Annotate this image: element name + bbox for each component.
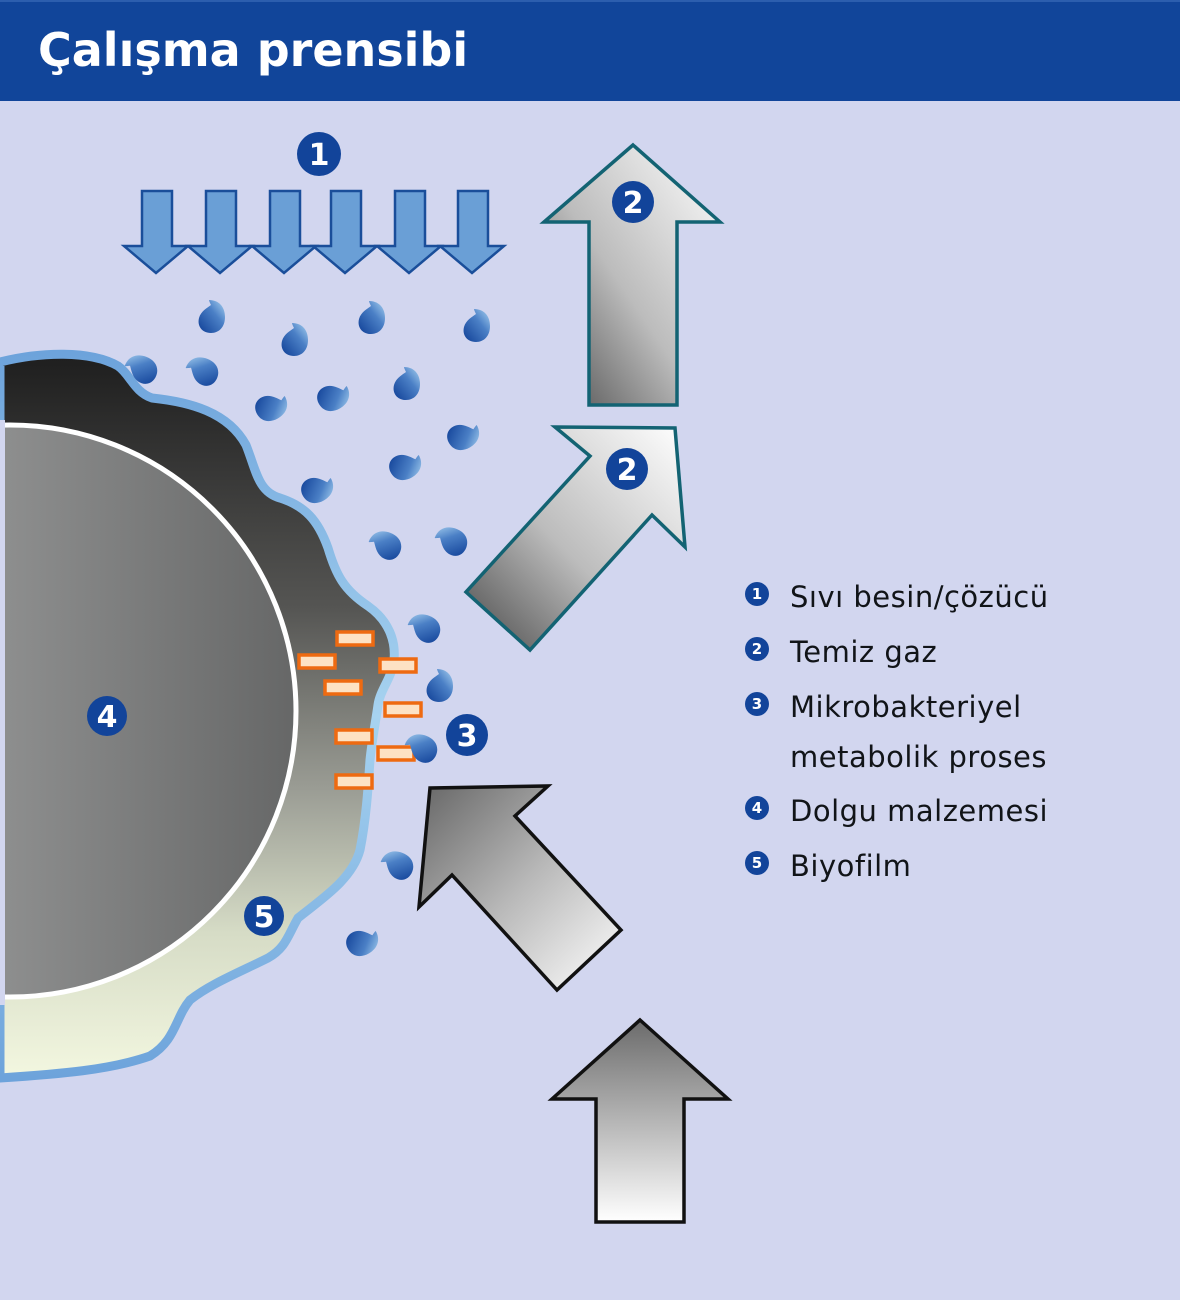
microbe-icon	[335, 630, 375, 647]
left-edge-mask	[0, 420, 5, 1005]
legend-bullet: 5	[745, 851, 769, 875]
clean-gas-arrow-up	[539, 142, 725, 407]
droplet-icon	[426, 669, 453, 702]
droplet-icon	[393, 367, 420, 400]
badge-2-top-label: 2	[623, 186, 644, 221]
down-arrow-icon	[373, 189, 445, 275]
droplet-icon	[365, 526, 406, 564]
down-arrow-icon	[248, 189, 320, 275]
droplet-icon	[442, 415, 485, 456]
down-arrow-icon	[184, 189, 256, 275]
feed-arrows	[120, 189, 508, 275]
legend-label: Mikrobakteriyel metabolik proses	[790, 682, 1090, 782]
raw-gas-arrow-up	[547, 1017, 733, 1224]
legend-label: Biyofilm	[790, 849, 912, 883]
legend-label: Dolgu malzemesi	[790, 794, 1049, 828]
legend-label-line: Mikrobakteriyel	[790, 690, 1022, 724]
droplet-icon	[431, 522, 472, 560]
badge-4: 4	[87, 696, 127, 736]
microbe-icon	[376, 745, 416, 762]
microbe-icon	[334, 728, 374, 745]
droplet-icon	[296, 468, 339, 509]
droplet-icon	[250, 386, 293, 427]
microbe-icon	[334, 773, 374, 790]
droplet-icon	[182, 352, 223, 390]
droplet-icon	[198, 300, 225, 333]
badge-3-label: 3	[457, 719, 478, 754]
microbe-icon	[297, 653, 337, 670]
droplet-icon	[463, 309, 490, 342]
badge-2-diagonal-label: 2	[617, 453, 638, 488]
badge-4-label: 4	[97, 700, 118, 735]
droplet-icon	[377, 846, 418, 884]
badge-1-label: 1	[309, 138, 330, 173]
droplet-icon	[281, 323, 308, 356]
microbe-icon	[383, 701, 423, 718]
droplet-icon	[384, 445, 427, 486]
raw-gas-arrow-diagonal	[416, 784, 624, 993]
legend-label: Sıvı besin/çözücü	[790, 580, 1049, 614]
legend-bullet: 1	[745, 582, 769, 606]
header-bar: Çalışma prensibi	[0, 0, 1180, 101]
clean-gas-arrow-diagonal	[463, 425, 688, 653]
droplet-icon	[341, 921, 384, 962]
badge-1: 1	[297, 132, 341, 176]
badge-5-label: 5	[254, 900, 275, 935]
packing-material	[0, 422, 299, 1000]
droplet-icon	[404, 609, 445, 647]
legend-label-line: metabolik proses	[790, 740, 1048, 774]
down-arrow-icon	[436, 189, 508, 275]
badge-2-top: 2	[612, 181, 654, 223]
badge-2-diagonal: 2	[606, 448, 648, 490]
microbe-icon	[323, 679, 363, 696]
droplet-icon	[312, 376, 355, 417]
badge-5: 5	[244, 896, 284, 936]
legend-bullet: 3	[745, 692, 769, 716]
microbe-icon	[378, 657, 418, 674]
badge-3: 3	[446, 714, 488, 756]
microbes	[297, 630, 423, 790]
legend-bullet: 4	[745, 796, 769, 820]
working-principle-diagram: 1 2 2 3 4 5	[0, 132, 733, 1224]
down-arrow-icon	[309, 189, 381, 275]
down-arrow-icon	[120, 189, 192, 275]
page-title: Çalışma prensibi	[38, 23, 469, 77]
droplet-icon	[358, 301, 385, 334]
legend-bullet: 2	[745, 637, 769, 661]
legend-label: Temiz gaz	[790, 635, 938, 669]
